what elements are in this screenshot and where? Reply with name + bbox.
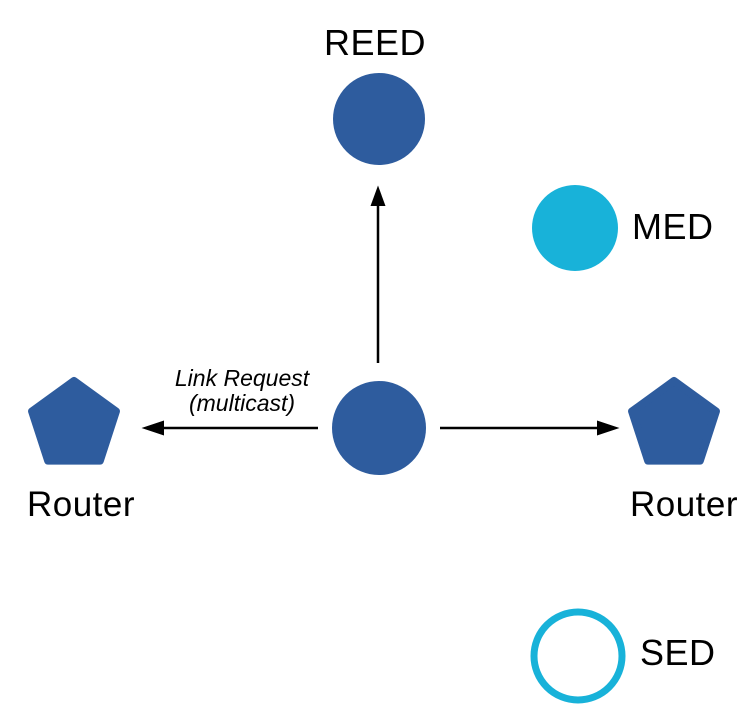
med-node-circle [532, 185, 618, 271]
sed-label: SED [640, 632, 716, 673]
arrow-to-reed-head [370, 185, 386, 206]
link-request-annotation: Link Request (multicast) [175, 365, 311, 416]
center-node-circle [332, 381, 426, 475]
router-left-label: Router [27, 485, 135, 524]
router-right-pentagon [628, 377, 720, 465]
arrow-to-reed [370, 185, 386, 363]
reed-node-circle [333, 73, 425, 165]
reed-label: REED [324, 22, 426, 63]
sed-node-circle [530, 608, 626, 704]
arrow-to-router-right-head [597, 420, 620, 436]
arrow-to-router-left-head [141, 420, 164, 436]
arrow-to-router-right [440, 420, 620, 436]
router-right-label: Router [630, 485, 738, 524]
router-left-pentagon [28, 377, 120, 465]
link-request-annotation-line2: (multicast) [189, 390, 295, 416]
link-request-annotation-line1: Link Request [175, 365, 311, 391]
arrow-to-router-left [141, 420, 318, 436]
med-label: MED [632, 206, 714, 247]
